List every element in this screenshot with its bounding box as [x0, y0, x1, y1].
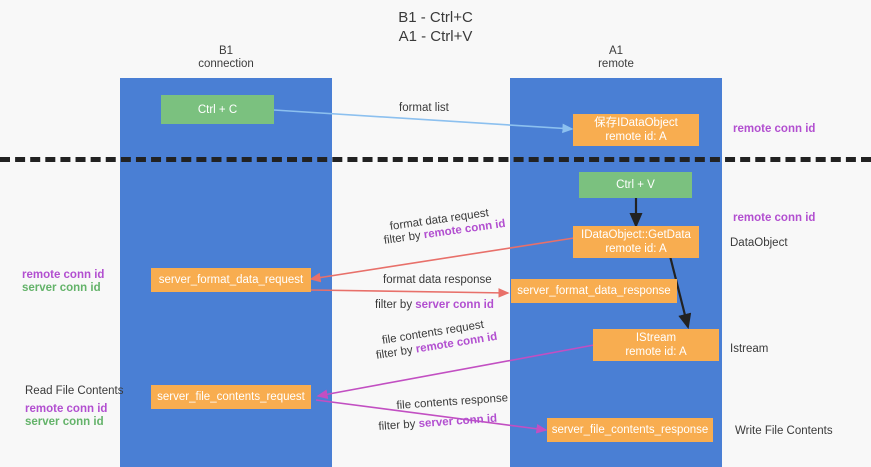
- box-server-format-data-request[interactable]: server_format_data_request: [151, 268, 311, 292]
- box-save-idataobject-line-2: remote id: A: [605, 131, 667, 143]
- lane-header-b1-name: B1: [218, 45, 234, 57]
- box-server-file-contents-request-label: server_file_contents_request: [157, 391, 305, 403]
- note-right-write-file-contents: Write File Contents: [735, 424, 833, 438]
- lane-header-a1: A1 remote: [510, 45, 722, 71]
- note-right-istream: Istream: [730, 342, 768, 356]
- note-left-read-file-contents: Read File Contents: [25, 384, 123, 398]
- box-save-idataobject-line-1: 保存IDataObject: [594, 117, 678, 129]
- section-divider: [0, 157, 871, 162]
- lane-header-b1-sub: connection: [198, 58, 254, 70]
- note-right-istream-text: Istream: [730, 343, 769, 355]
- note-right-dataobject: DataObject: [730, 236, 788, 250]
- lane-header-a1-name: A1: [608, 45, 624, 57]
- lane-header-b1: B1 connection: [120, 45, 332, 71]
- note-right-dataobject-text: DataObject: [730, 237, 788, 249]
- page-title-line-2: A1 - Ctrl+V: [398, 28, 473, 45]
- box-ctrl-c[interactable]: Ctrl + C: [161, 95, 274, 124]
- label-format-data-response-filter-prefix: filter by: [375, 299, 416, 311]
- note-right-mid-remote-conn-id-text: remote conn id: [733, 212, 816, 224]
- note-left-bottom-server-conn-id-text: server conn id: [25, 416, 104, 428]
- label-file-contents-response: file contents response: [396, 391, 509, 414]
- box-server-format-data-response[interactable]: server_format_data_response: [511, 279, 677, 303]
- note-right-write-file-contents-text: Write File Contents: [735, 425, 833, 437]
- note-left-mid-server-conn-id-text: server conn id: [22, 282, 101, 294]
- label-format-list: format list: [399, 101, 449, 116]
- note-left-bottom-remote-conn-id-text: remote conn id: [25, 403, 108, 415]
- label-file-contents-response-filter-prefix: filter by: [378, 418, 420, 433]
- page-title: B1 - Ctrl+C A1 - Ctrl+V: [0, 8, 871, 46]
- box-server-format-data-request-label: server_format_data_request: [158, 274, 304, 286]
- note-left-read-file-contents-text: Read File Contents: [25, 385, 124, 397]
- box-ctrl-v[interactable]: Ctrl + V: [579, 172, 692, 198]
- note-right-mid-remote-conn-id: remote conn id: [733, 211, 815, 225]
- box-server-file-contents-response[interactable]: server_file_contents_response: [547, 418, 713, 442]
- note-right-top-remote-conn-id-text: remote conn id: [733, 123, 816, 135]
- box-server-format-data-response-label: server_format_data_response: [517, 285, 671, 297]
- label-format-data-response: format data response: [383, 273, 492, 288]
- box-getdata-line-2: remote id: A: [605, 243, 667, 255]
- note-right-top-remote-conn-id: remote conn id: [733, 122, 815, 136]
- label-file-contents-request-filter-prefix: filter by: [375, 343, 417, 362]
- note-left-mid-remote-conn-id-text: remote conn id: [22, 269, 105, 281]
- label-file-contents-response-text: file contents response: [396, 392, 509, 412]
- note-left-bottom-remote-conn-id: remote conn id: [25, 402, 107, 416]
- label-file-contents-response-filter: filter by server conn id: [378, 412, 498, 435]
- box-ctrl-v-label: Ctrl + V: [616, 179, 655, 191]
- label-format-list-text: format list: [399, 102, 449, 114]
- box-server-file-contents-request[interactable]: server_file_contents_request: [151, 385, 311, 409]
- box-save-idataobject[interactable]: 保存IDataObject remote id: A: [573, 114, 699, 146]
- label-format-data-response-text: format data response: [383, 274, 492, 286]
- page-title-line-1: B1 - Ctrl+C: [398, 9, 473, 26]
- label-format-data-request-filter-prefix: filter by: [383, 229, 425, 247]
- box-istream[interactable]: IStream remote id: A: [593, 329, 719, 361]
- label-format-data-response-filter-key: server conn id: [415, 299, 494, 311]
- box-server-file-contents-response-label: server_file_contents_response: [551, 424, 709, 436]
- box-getdata-line-1: IDataObject::GetData: [581, 229, 691, 241]
- arrow-format-data-response: [310, 288, 510, 298]
- box-istream-line-2: remote id: A: [625, 346, 687, 358]
- box-istream-line-1: IStream: [635, 332, 677, 344]
- note-left-mid-remote-conn-id: remote conn id: [22, 268, 104, 282]
- label-file-contents-response-filter-key: server conn id: [418, 412, 498, 431]
- label-format-data-response-filter: filter by server conn id: [375, 298, 494, 313]
- note-left-mid-server-conn-id: server conn id: [22, 281, 101, 295]
- note-left-bottom-server-conn-id: server conn id: [25, 415, 104, 429]
- lane-header-a1-sub: remote: [598, 58, 634, 70]
- box-getdata[interactable]: IDataObject::GetData remote id: A: [573, 226, 699, 258]
- box-ctrl-c-label: Ctrl + C: [197, 103, 238, 116]
